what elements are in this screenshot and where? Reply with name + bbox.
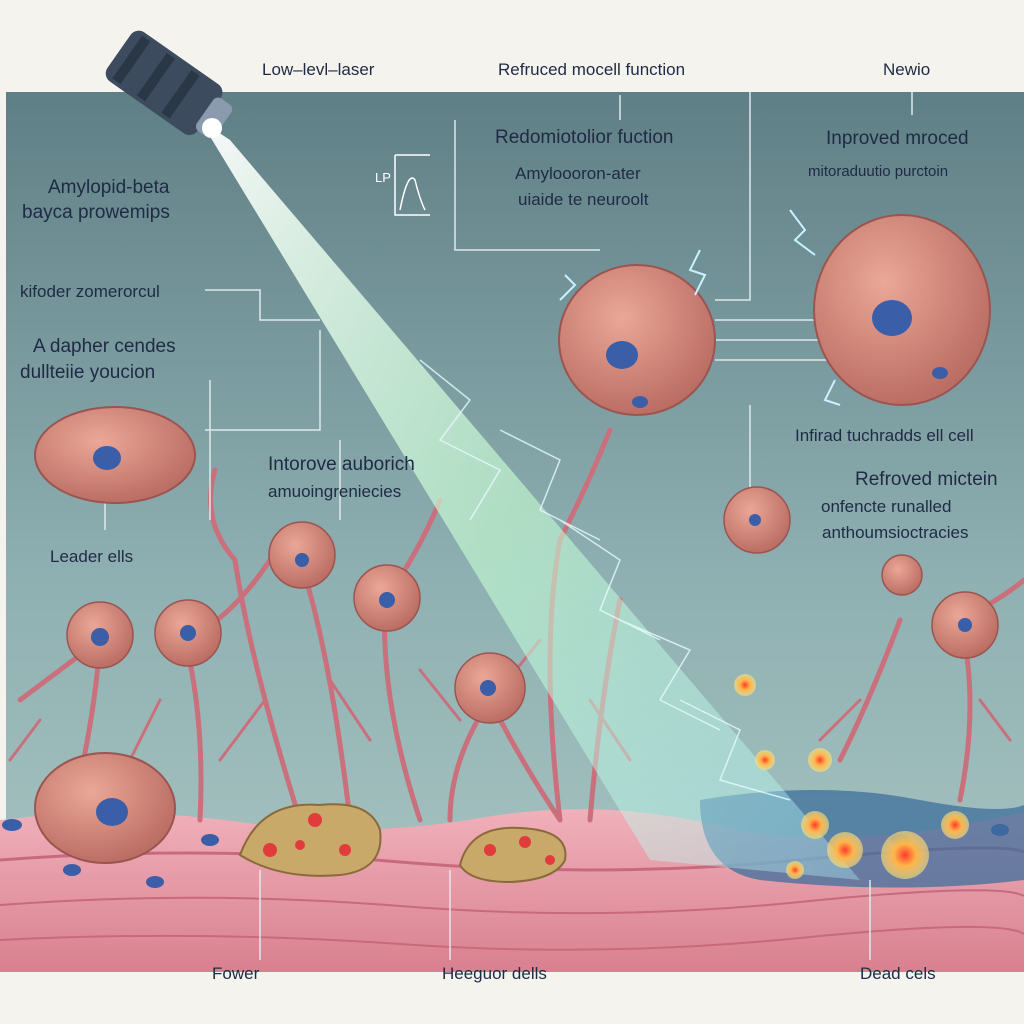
label-kifoder: kifoder zomerorcul (20, 282, 160, 301)
small-cells (66, 486, 999, 724)
label-dead-cels: Dead cels (860, 964, 936, 983)
laser-beam (200, 120, 860, 880)
label-newio: Newio (883, 60, 931, 79)
label-daph-line1: A dapher cendes (33, 336, 176, 357)
label-refroved-line2: onfencte runalled (821, 497, 952, 516)
label-amyloid-line1: Amylopid-beta (48, 177, 170, 198)
label-heeguor-dells: Heeguor dells (442, 964, 547, 983)
glowing-cells (734, 674, 969, 879)
label-refroved-line1: Refroved mictein (855, 469, 998, 490)
lightning-spark-icon (559, 209, 841, 406)
cell-left (34, 406, 196, 504)
label-refruced-mocell: Refruced mocell function (498, 60, 686, 79)
dead-cells (238, 803, 567, 884)
label-low-level-laser: Low–levl–laser (262, 60, 375, 79)
leader-lines (104, 92, 913, 960)
chart-icon (394, 154, 430, 216)
label-amyloid-line2: bayca prowemips (22, 202, 170, 223)
label-intorove-line1: Intorove auborich (268, 454, 415, 475)
label-daph-line2: dullteiie youcion (20, 362, 156, 383)
label-improved-line2: mitoraduutio purctoin (808, 163, 949, 180)
label-refroved-line3: anthoumsioctracies (822, 523, 969, 542)
label-amylo-line1: Amyloooron-ater (515, 164, 641, 183)
beam-network (419, 359, 791, 801)
cell-right (813, 214, 991, 406)
laser-device-icon (105, 30, 233, 139)
label-redom: Redomiotolior fuction (495, 127, 674, 148)
footer-strip (0, 972, 1024, 1024)
label-leader-ells: Leader ells (50, 547, 134, 566)
label-intorove-line2: amuoingreniecies (268, 482, 402, 501)
label-amylo-line2: uiaide te neuroolt (518, 190, 649, 209)
chart-icon-text: LP (375, 170, 391, 185)
label-fower: Fower (212, 964, 260, 983)
label-improved-line1: Inproved mroced (826, 128, 969, 149)
cell-bottom-left (34, 752, 176, 864)
label-infrad: Infirad tuchradds ell cell (795, 426, 974, 445)
cell-center (558, 264, 716, 416)
